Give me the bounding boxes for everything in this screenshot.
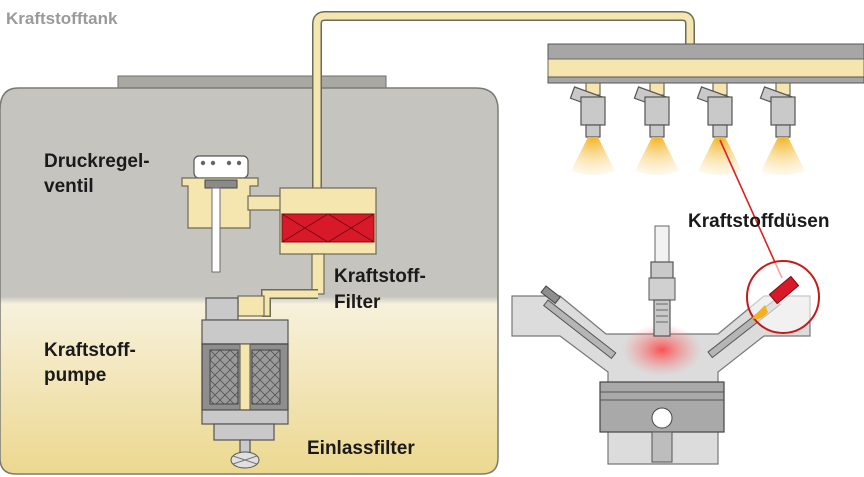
fuel-rail-icon [547, 43, 864, 84]
label-inlet-filter: Einlassfilter [307, 438, 415, 459]
label-pressure-valve-2: ventil [44, 176, 94, 197]
pressure-regulator-icon [181, 155, 285, 273]
label-pressure-valve-1: Druckregel- [44, 151, 150, 172]
label-filter-1: Kraftstoff- [334, 266, 426, 287]
injector-icon [633, 82, 679, 175]
injector-icon [569, 82, 615, 175]
spark-plug-icon [648, 225, 676, 337]
piston-icon [599, 381, 725, 463]
inlet-filter-icon [230, 451, 260, 469]
fuel-pump-icon [201, 295, 289, 455]
fuel-line [312, 11, 695, 196]
fuel-filter-icon [279, 187, 377, 295]
intake-valve-icon [540, 285, 617, 360]
injector-callout [719, 139, 820, 334]
label-injectors: Kraftstoffdüsen [688, 211, 829, 232]
label-pump-2: pumpe [44, 365, 106, 386]
label-filter-2: Filter [334, 292, 381, 313]
diagram-title: Kraftstofftank [6, 9, 118, 28]
injector-icon [696, 82, 742, 175]
label-pump-1: Kraftstoff- [44, 340, 136, 361]
injector-icon [759, 82, 805, 175]
